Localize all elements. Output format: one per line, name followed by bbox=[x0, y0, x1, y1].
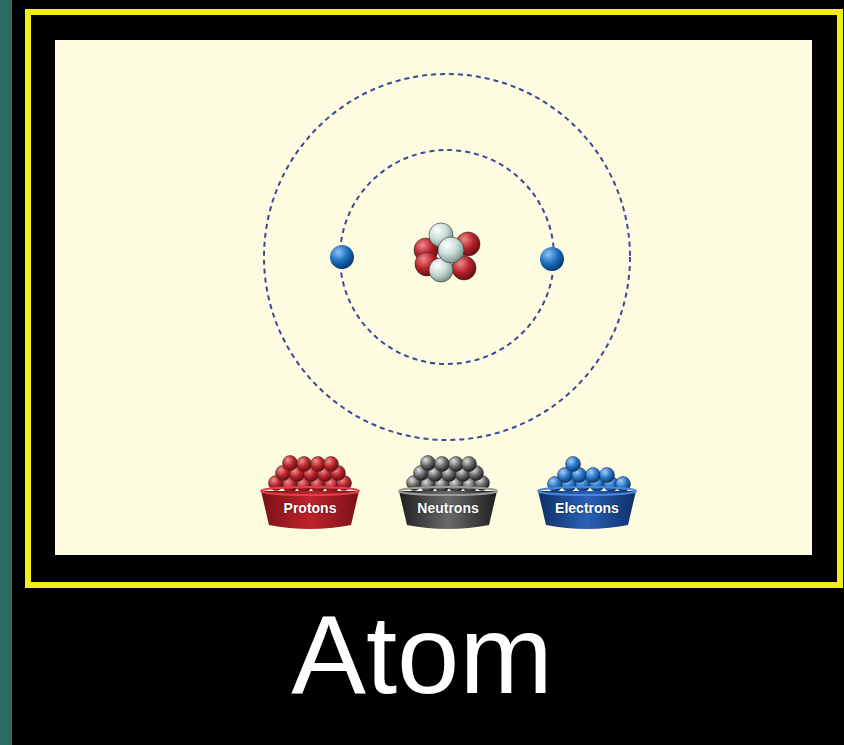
basket-label: Electrons bbox=[535, 499, 639, 517]
outer-orbit bbox=[264, 74, 630, 440]
cream-panel bbox=[55, 40, 812, 555]
basket: Protons bbox=[258, 455, 362, 530]
basket: Electrons bbox=[535, 455, 639, 530]
electron bbox=[330, 245, 354, 269]
nucleus bbox=[414, 223, 480, 282]
basket-shape bbox=[396, 455, 500, 530]
basket: Neutrons bbox=[396, 455, 500, 530]
inner-orbit bbox=[340, 150, 554, 364]
basket-label: Protons bbox=[258, 499, 362, 517]
basket-label: Neutrons bbox=[396, 499, 500, 517]
electron bbox=[540, 247, 564, 271]
basket-shape bbox=[535, 455, 639, 530]
yellow-frame bbox=[28, 12, 840, 585]
title: Atom bbox=[0, 585, 844, 725]
basket-shape bbox=[258, 455, 362, 530]
